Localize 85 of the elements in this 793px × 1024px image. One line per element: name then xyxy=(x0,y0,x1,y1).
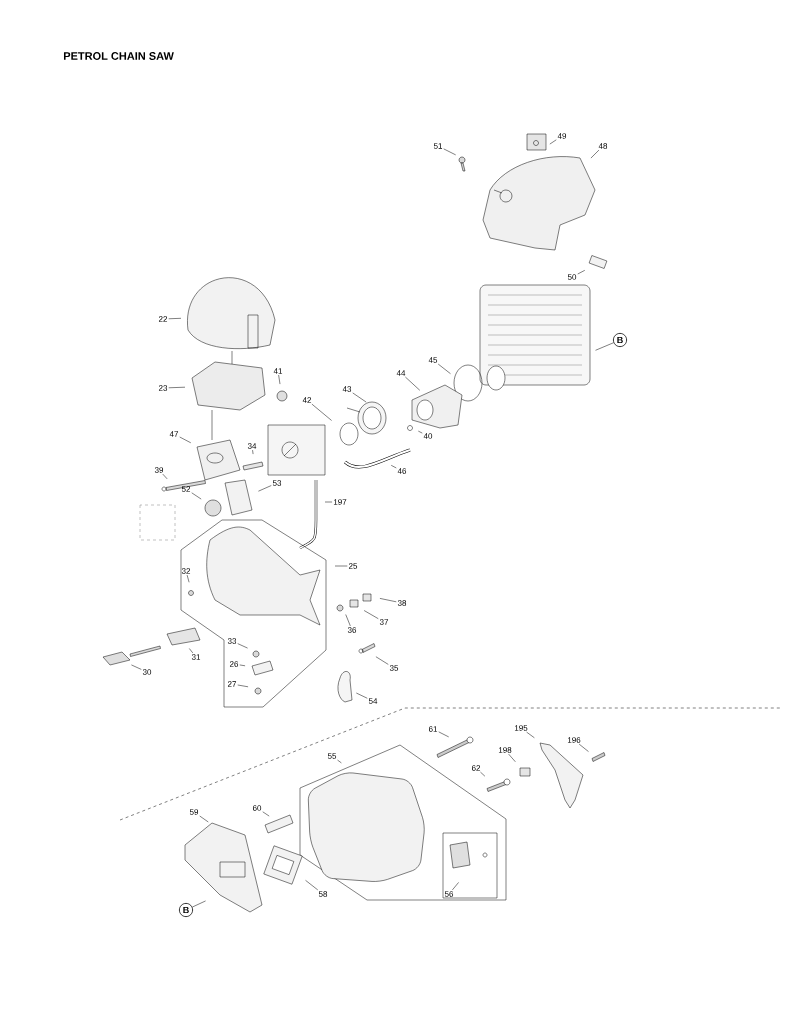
callout-number: 38 xyxy=(397,600,407,606)
leader-line xyxy=(305,880,319,891)
callout-number: 31 xyxy=(191,654,201,660)
leader-line xyxy=(578,743,589,752)
callout-number: 197 xyxy=(333,499,347,505)
leader-line xyxy=(168,386,186,389)
leader-line xyxy=(452,882,459,891)
callout-number: 39 xyxy=(154,467,164,473)
leader-line xyxy=(199,815,209,823)
leader-line xyxy=(375,656,389,665)
title: PETROL CHAIN SAW xyxy=(64,52,174,60)
leader-line xyxy=(595,342,614,351)
callout-number: 40 xyxy=(423,433,433,439)
callout-number: 61 xyxy=(428,726,438,732)
leader-line xyxy=(131,664,142,670)
callout-number: 62 xyxy=(471,765,481,771)
leader-line xyxy=(252,449,254,455)
callout-number: 195 xyxy=(514,725,528,731)
leader-line xyxy=(390,465,397,469)
leader-line xyxy=(258,485,272,492)
leader-line xyxy=(379,598,397,603)
callout-number: 48 xyxy=(598,143,608,149)
leader-line xyxy=(549,139,557,145)
callout-number: 42 xyxy=(302,397,312,403)
leader-line xyxy=(237,684,249,688)
callout-number: 33 xyxy=(227,638,237,644)
leader-line xyxy=(356,692,368,699)
callout-number: 58 xyxy=(318,891,328,897)
leader-line xyxy=(437,363,451,374)
callout-number: 56 xyxy=(444,891,454,897)
callout-number: 51 xyxy=(433,143,443,149)
leader-line xyxy=(480,771,486,777)
leader-line xyxy=(438,731,449,738)
callout-number: 44 xyxy=(396,370,406,376)
callout-number: 34 xyxy=(247,443,257,449)
callout-number: 196 xyxy=(567,737,581,743)
leader-line xyxy=(311,403,332,421)
callout-number: 59 xyxy=(189,809,199,815)
leader-line xyxy=(168,318,182,320)
callout-number: 43 xyxy=(342,386,352,392)
callout-number: 23 xyxy=(158,385,168,391)
callout-number: 36 xyxy=(347,627,357,633)
leader-line xyxy=(192,900,206,908)
callout-number: 45 xyxy=(428,357,438,363)
leader-line xyxy=(162,473,168,480)
callout-number: 47 xyxy=(169,431,179,437)
callout-number: 198 xyxy=(498,747,512,753)
callout-number: 54 xyxy=(368,698,378,704)
leader-line xyxy=(191,492,202,500)
leader-line xyxy=(262,811,270,817)
leader-line xyxy=(443,148,456,156)
callout-number: 22 xyxy=(158,316,168,322)
callout-number: 26 xyxy=(229,661,239,667)
leader-line xyxy=(508,753,516,763)
callout-number: 50 xyxy=(567,274,577,280)
leader-line xyxy=(345,614,351,627)
callout-number: 46 xyxy=(397,468,407,474)
callout-number: 25 xyxy=(348,563,358,569)
leader-line xyxy=(352,392,367,403)
callout-number: 32 xyxy=(181,568,191,574)
leader-line xyxy=(334,565,348,567)
leader-line xyxy=(363,610,379,619)
leader-line xyxy=(418,430,423,434)
callout-number: 60 xyxy=(252,805,262,811)
callout-number: 35 xyxy=(389,665,399,671)
leader-line xyxy=(526,731,535,739)
leader-line xyxy=(278,374,281,385)
callout-number: 30 xyxy=(142,669,152,675)
callout-number: 27 xyxy=(227,681,237,687)
leader-line xyxy=(337,759,342,764)
leader-line xyxy=(405,376,421,391)
leader-line xyxy=(590,149,600,159)
callout-number: 52 xyxy=(181,486,191,492)
leader-line xyxy=(577,270,586,275)
leader-line xyxy=(237,643,248,649)
leader-line xyxy=(324,501,333,503)
callout-number: 55 xyxy=(327,753,337,759)
leader-line xyxy=(239,664,246,667)
leader-line xyxy=(189,648,194,654)
callout-number: 37 xyxy=(379,619,389,625)
callout-number: 53 xyxy=(272,480,282,486)
callout-number: 49 xyxy=(557,133,567,139)
leader-line xyxy=(186,574,190,583)
callout-number: 41 xyxy=(273,368,283,374)
leader-line xyxy=(179,436,192,444)
